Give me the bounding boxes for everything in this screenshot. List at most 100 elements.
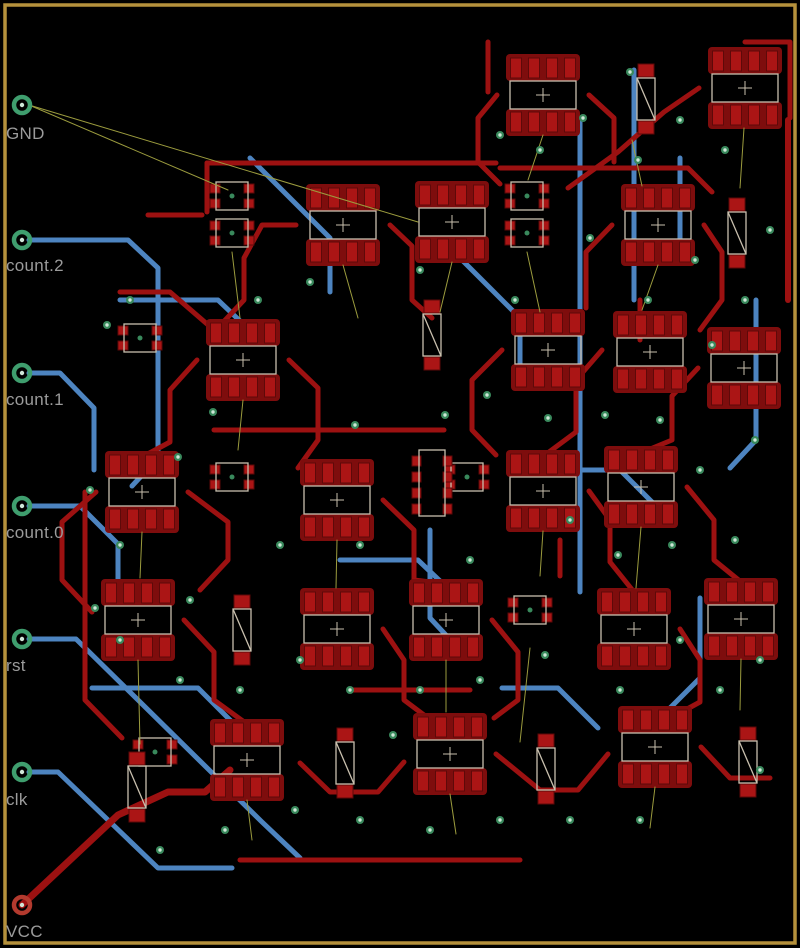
- smd-pad[interactable]: [163, 508, 175, 530]
- smd-pad[interactable]: [214, 776, 226, 798]
- smd-pad[interactable]: [105, 636, 117, 658]
- smd-pad[interactable]: [411, 487, 422, 499]
- smd-pad[interactable]: [739, 726, 757, 741]
- smd-pad[interactable]: [304, 591, 316, 613]
- pin-pad-gnd[interactable]: [11, 94, 33, 116]
- smd-pad[interactable]: [671, 314, 683, 336]
- smd-pad[interactable]: [128, 751, 146, 766]
- smd-pad[interactable]: [322, 591, 334, 613]
- smd-pad[interactable]: [538, 183, 550, 194]
- smd-pad[interactable]: [358, 645, 370, 667]
- trace-top-copper[interactable]: [542, 347, 605, 458]
- smd-pad[interactable]: [510, 507, 522, 529]
- smd-pad[interactable]: [364, 187, 376, 209]
- smd-pad[interactable]: [541, 597, 553, 608]
- smd-pad[interactable]: [625, 187, 637, 209]
- smd-pad[interactable]: [708, 581, 720, 603]
- smd-pad[interactable]: [328, 241, 340, 263]
- pin-pad-count-0[interactable]: [11, 495, 33, 517]
- smd-pad[interactable]: [209, 183, 221, 194]
- smd-pad[interactable]: [538, 220, 550, 231]
- smd-pad[interactable]: [510, 453, 522, 475]
- smd-pad[interactable]: [504, 235, 516, 246]
- smd-pad[interactable]: [626, 449, 638, 471]
- smd-pad[interactable]: [726, 581, 738, 603]
- smd-pad[interactable]: [358, 462, 370, 484]
- smd-pad[interactable]: [163, 454, 175, 476]
- smd-pad[interactable]: [662, 503, 674, 525]
- trace-top-copper[interactable]: [697, 222, 725, 333]
- smd-pad[interactable]: [653, 314, 665, 336]
- smd-pad[interactable]: [564, 111, 576, 133]
- smd-pad[interactable]: [264, 376, 276, 398]
- smd-pad[interactable]: [455, 184, 467, 206]
- smd-pad[interactable]: [644, 503, 656, 525]
- smd-pad[interactable]: [228, 322, 240, 344]
- smd-pad[interactable]: [478, 479, 490, 490]
- smd-pad[interactable]: [304, 645, 316, 667]
- trace-top-copper[interactable]: [583, 222, 615, 311]
- smd-pad[interactable]: [243, 183, 255, 194]
- smd-pad[interactable]: [637, 120, 655, 135]
- smd-pad[interactable]: [637, 591, 649, 613]
- smd-pad[interactable]: [268, 776, 280, 798]
- smd-pad[interactable]: [243, 198, 255, 209]
- smd-pad[interactable]: [423, 299, 441, 314]
- smd-pad[interactable]: [538, 198, 550, 209]
- smd-pad[interactable]: [151, 325, 163, 336]
- trace-top-copper[interactable]: [497, 165, 715, 195]
- trace-bottom-copper[interactable]: [26, 370, 97, 473]
- smd-pad[interactable]: [478, 464, 490, 475]
- smd-pad[interactable]: [748, 104, 760, 126]
- pin-pad-count-1[interactable]: [11, 362, 33, 384]
- smd-pad[interactable]: [358, 591, 370, 613]
- smd-pad[interactable]: [268, 722, 280, 744]
- smd-pad[interactable]: [528, 111, 540, 133]
- smd-pad[interactable]: [643, 187, 655, 209]
- smd-pad[interactable]: [417, 770, 429, 792]
- smd-pad[interactable]: [507, 597, 519, 608]
- smd-pad[interactable]: [729, 330, 741, 352]
- smd-pad[interactable]: [622, 709, 634, 731]
- smd-pad[interactable]: [504, 220, 516, 231]
- smd-pad[interactable]: [243, 235, 255, 246]
- smd-pad[interactable]: [537, 733, 555, 748]
- trace-bottom-copper[interactable]: [26, 503, 121, 603]
- smd-pad[interactable]: [117, 325, 129, 336]
- smd-pad[interactable]: [619, 591, 631, 613]
- smd-pad[interactable]: [608, 503, 620, 525]
- smd-pad[interactable]: [546, 507, 558, 529]
- smd-pad[interactable]: [243, 220, 255, 231]
- smd-pad[interactable]: [546, 453, 558, 475]
- smd-pad[interactable]: [413, 582, 425, 604]
- smd-pad[interactable]: [449, 582, 461, 604]
- smd-pad[interactable]: [437, 238, 449, 260]
- smd-pad[interactable]: [243, 479, 255, 490]
- smd-pad[interactable]: [676, 709, 688, 731]
- smd-pad[interactable]: [250, 722, 262, 744]
- smd-pad[interactable]: [473, 184, 485, 206]
- smd-pad[interactable]: [228, 376, 240, 398]
- smd-pad[interactable]: [528, 57, 540, 79]
- pin-pad-vcc[interactable]: [11, 894, 33, 916]
- smd-pad[interactable]: [471, 716, 483, 738]
- trace-top-copper[interactable]: [387, 222, 435, 321]
- smd-pad[interactable]: [661, 187, 673, 209]
- smd-pad[interactable]: [730, 104, 742, 126]
- smd-pad[interactable]: [411, 455, 422, 467]
- smd-pad[interactable]: [340, 591, 352, 613]
- smd-pad[interactable]: [413, 636, 425, 658]
- smd-pad[interactable]: [564, 57, 576, 79]
- smd-pad[interactable]: [232, 776, 244, 798]
- smd-pad[interactable]: [233, 594, 251, 609]
- smd-pad[interactable]: [765, 330, 777, 352]
- smd-pad[interactable]: [442, 471, 453, 483]
- smd-pad[interactable]: [166, 739, 178, 750]
- smd-pad[interactable]: [744, 635, 756, 657]
- smd-pad[interactable]: [435, 770, 447, 792]
- smd-pad[interactable]: [442, 487, 453, 499]
- trace-top-copper[interactable]: [742, 39, 793, 121]
- smd-pad[interactable]: [504, 183, 516, 194]
- smd-pad[interactable]: [304, 462, 316, 484]
